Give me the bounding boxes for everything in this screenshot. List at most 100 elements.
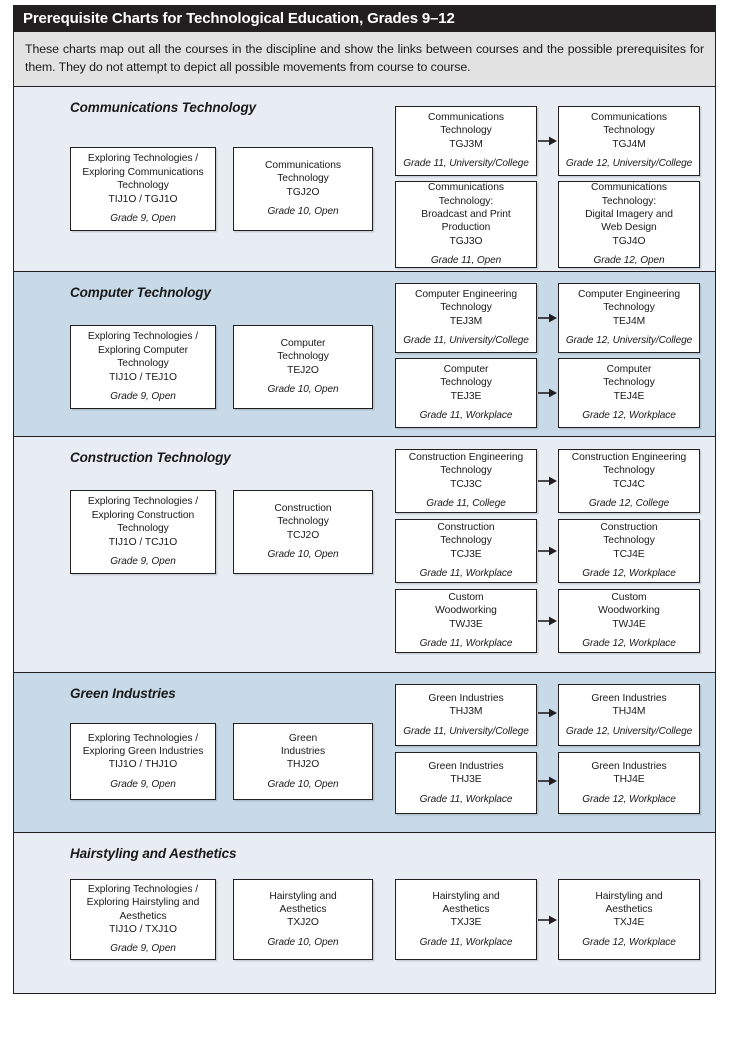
course-box-tgj4o[interactable]: Communications Technology: Digital Image… — [558, 180, 700, 268]
course-name: Construction Technology — [437, 522, 495, 547]
arrow-icon-tej3m-to-tej4m — [538, 313, 557, 323]
course-code: TIJ1O / TEJ1O — [109, 371, 177, 383]
course-name: Communications Technology: Digital Image… — [585, 182, 673, 234]
course-code: THJ3M — [449, 706, 483, 718]
course-box-tij1o-tej1o[interactable]: Exploring Technologies / Exploring Compu… — [70, 324, 216, 409]
course-meta: Grade 12, Workplace — [582, 793, 676, 805]
page-title-bar: Prerequisite Charts for Technological Ed… — [13, 5, 716, 32]
course-code: TEJ3M — [449, 315, 483, 327]
course-meta: Grade 12, Workplace — [582, 568, 676, 580]
course-name: Hairstyling and Aesthetics — [595, 890, 663, 915]
course-name: Green Industries — [428, 760, 504, 772]
course-meta: Grade 11, Workplace — [419, 638, 513, 650]
course-name: Communications Technology — [265, 160, 341, 185]
course-meta: Grade 12, Workplace — [582, 410, 676, 422]
course-meta: Grade 10, Open — [267, 384, 339, 396]
course-code: TGJ3O — [449, 235, 483, 247]
course-grid: Exploring Technologies / Exploring Commu… — [14, 87, 715, 271]
course-name: Computer Engineering Technology — [577, 289, 681, 314]
course-name: Exploring Technologies / Exploring Commu… — [82, 153, 204, 192]
course-code: TEJ4E — [613, 390, 645, 402]
arrow-icon-tej3e-to-tej4e — [538, 388, 557, 398]
course-meta: Grade 12, Workplace — [582, 936, 676, 948]
course-box-tij1o-txj1o[interactable]: Exploring Technologies / Exploring Hairs… — [70, 878, 216, 960]
course-meta: Grade 12, College — [588, 498, 670, 510]
course-meta: Grade 10, Open — [267, 549, 339, 561]
course-code: TGJ3M — [449, 138, 483, 150]
course-code: TEJ2O — [287, 364, 319, 376]
course-code: THJ2O — [286, 759, 320, 771]
course-code: TCJ3C — [450, 478, 482, 490]
course-code: TGJ2O — [286, 186, 320, 198]
course-code: TGJ4M — [612, 138, 646, 150]
course-name: Green Industries — [428, 692, 504, 704]
course-box-tij1o-tcj1o[interactable]: Exploring Technologies / Exploring Const… — [70, 489, 216, 574]
course-meta: Grade 11, College — [426, 498, 506, 510]
section-computer-technology: Computer Technology Exploring Technologie… — [14, 271, 715, 437]
course-meta: Grade 11, University/College — [403, 158, 529, 170]
course-code: TCJ4C — [613, 478, 645, 490]
course-box-tgj3o[interactable]: Communications Technology: Broadcast and… — [395, 180, 537, 268]
course-code: TCJ3E — [450, 548, 482, 560]
course-meta: Grade 9, Open — [110, 390, 176, 402]
course-code: TGJ4O — [612, 235, 646, 247]
course-code: THJ3E — [450, 774, 482, 786]
course-meta: Grade 12, University/College — [565, 725, 693, 737]
course-grid: Exploring Technologies / Exploring Green… — [14, 673, 715, 832]
course-grid: Exploring Technologies / Exploring Hairs… — [14, 833, 715, 993]
intro-text: These charts map out all the courses in … — [25, 42, 704, 75]
course-name: Exploring Technologies / Exploring Hairs… — [86, 883, 200, 922]
course-code: TIJ1O / TCJ1O — [108, 536, 178, 548]
course-name: Construction Technology — [600, 522, 658, 547]
course-meta: Grade 10, Open — [267, 936, 339, 948]
course-code: THJ4M — [612, 706, 646, 718]
course-name: Construction Engineering Technology — [571, 452, 687, 477]
course-meta: Grade 11, Workplace — [419, 410, 513, 422]
course-meta: Grade 12, Workplace — [582, 638, 676, 650]
course-meta: Grade 9, Open — [110, 778, 176, 790]
section-title: Hairstyling and Aesthetics — [70, 845, 237, 861]
course-code: TXJ4E — [613, 917, 645, 929]
course-name: Hairstyling and Aesthetics — [269, 890, 337, 915]
course-grid: Exploring Technologies / Exploring Compu… — [14, 272, 715, 436]
course-box-tij1o-thj1o[interactable]: Exploring Technologies / Exploring Green… — [70, 722, 216, 800]
course-meta: Grade 11, Workplace — [419, 793, 513, 805]
course-meta: Grade 10, Open — [267, 778, 339, 790]
course-name: Computer Technology — [603, 364, 655, 389]
course-name: Communications Technology — [591, 112, 667, 137]
course-code: TIJ1O / THJ1O — [108, 759, 178, 771]
course-name: Construction Engineering Technology — [408, 452, 524, 477]
course-grid: Exploring Technologies / Exploring Const… — [14, 437, 715, 672]
course-box-tij1o-tgj1o[interactable]: Exploring Technologies / Exploring Commu… — [70, 146, 216, 231]
section-title: Green Industries — [70, 685, 176, 701]
course-code: TCJ2O — [286, 529, 320, 541]
section-construction-technology: Construction Technology Exploring Technol… — [14, 436, 715, 673]
section-title: Communications Technology — [70, 99, 257, 115]
course-name: Green Industries — [591, 692, 667, 704]
